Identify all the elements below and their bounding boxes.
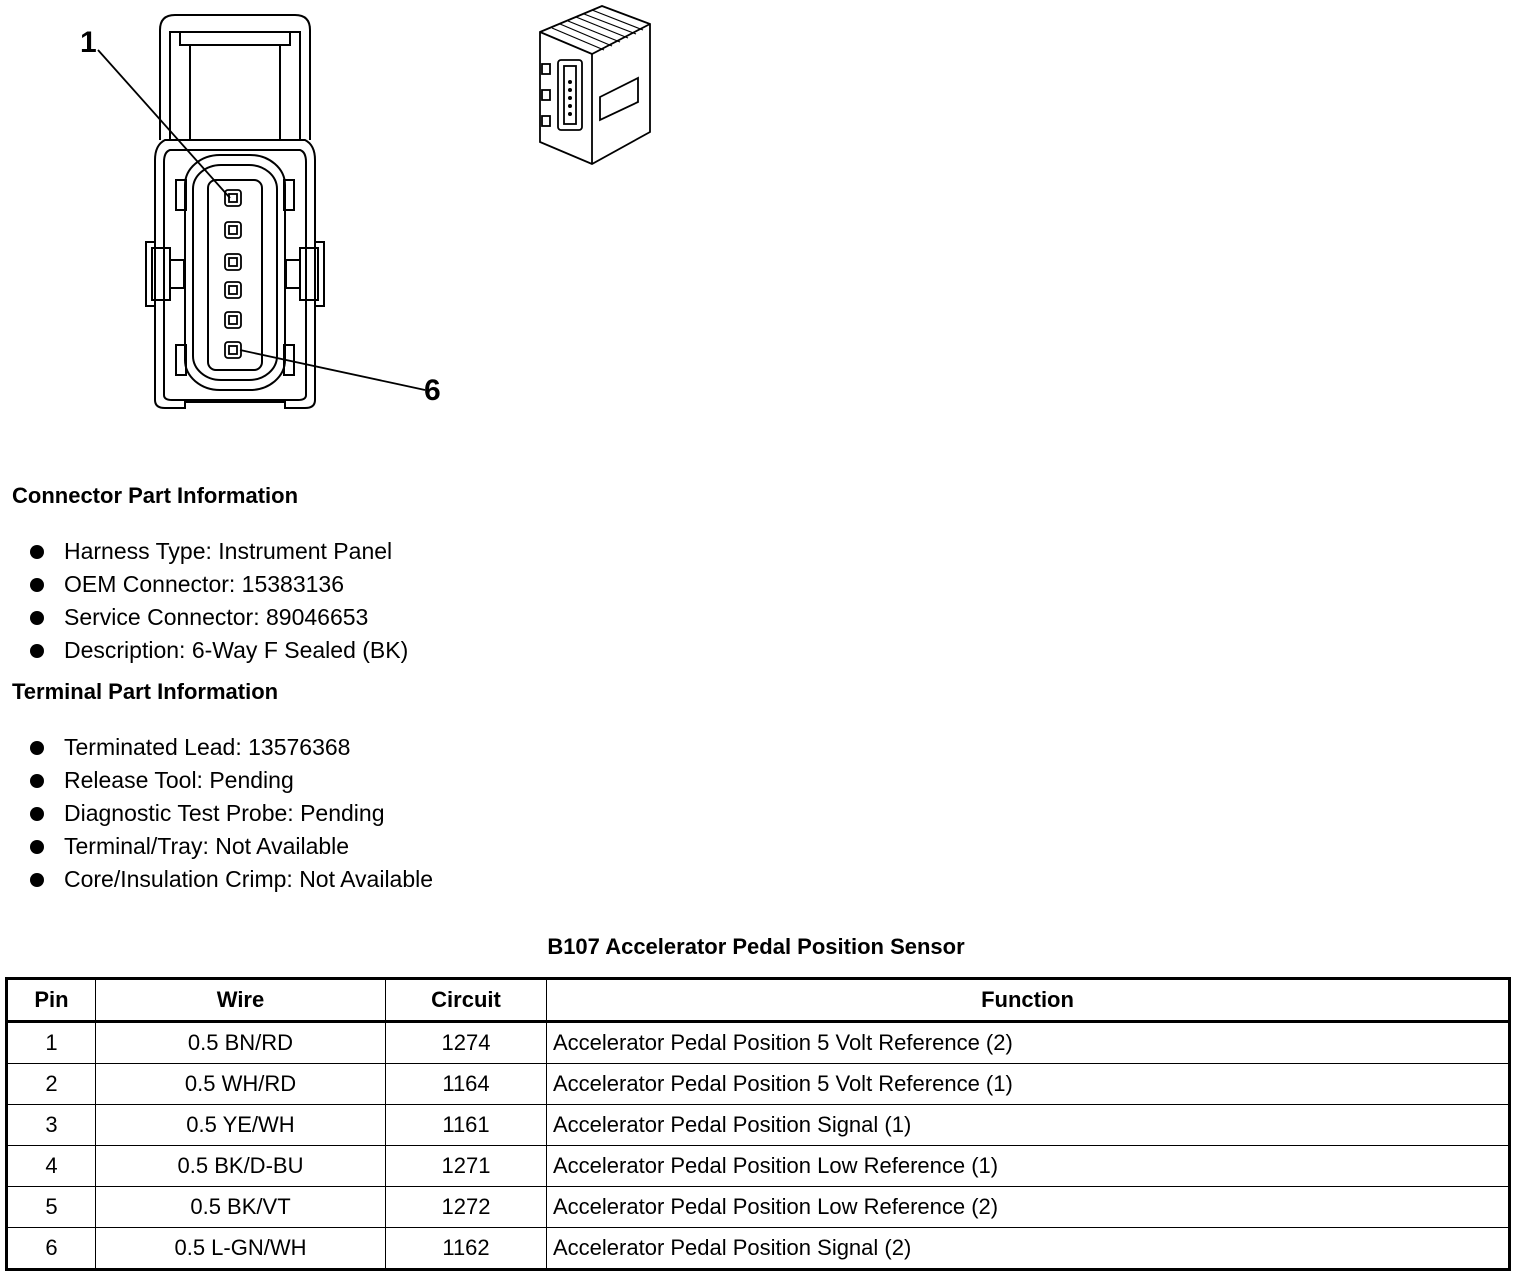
terminal-info-list: Terminated Lead: 13576368 Release Tool: …: [28, 731, 433, 896]
pin-cell: 2: [6, 1063, 96, 1105]
wire-cell: 0.5 WH/RD: [95, 1063, 386, 1105]
function-cell: Accelerator Pedal Position Low Reference…: [546, 1186, 1510, 1228]
function-cell: Accelerator Pedal Position 5 Volt Refere…: [546, 1063, 1510, 1105]
function-column-header: Function: [546, 978, 1510, 1022]
bullet-icon: [30, 773, 44, 788]
connector-isometric-drawing: [539, 5, 651, 165]
pinout-table: Pin Wire Circuit Function 1 0.5 BN/RD 12…: [5, 977, 1511, 1271]
pin-cell: 3: [6, 1104, 96, 1146]
function-cell: Accelerator Pedal Position Signal (2): [546, 1227, 1510, 1270]
connector-face-drawing: [97, 14, 426, 409]
pin-1-callout: 1: [80, 26, 97, 59]
connector-info-heading: Connector Part Information: [12, 483, 299, 508]
bullet-icon: [30, 872, 44, 887]
wire-cell: 0.5 L-GN/WH: [95, 1227, 386, 1270]
list-item: Description: 6-Way F Sealed (BK): [28, 634, 408, 667]
circuit-cell: 1162: [385, 1227, 547, 1270]
function-cell: Accelerator Pedal Position Signal (1): [546, 1104, 1510, 1146]
table-row: 1 0.5 BN/RD 1274 Accelerator Pedal Posit…: [6, 1021, 1510, 1064]
wire-cell: 0.5 BK/VT: [95, 1186, 386, 1228]
circuit-cell: 1161: [385, 1104, 547, 1146]
table-row: 3 0.5 YE/WH 1161 Accelerator Pedal Posit…: [6, 1104, 1510, 1146]
list-item: Release Tool: Pending: [28, 764, 433, 797]
list-item: Terminated Lead: 13576368: [28, 731, 433, 764]
circuit-column-header: Circuit: [385, 978, 547, 1022]
circuit-cell: 1272: [385, 1186, 547, 1228]
table-row: 2 0.5 WH/RD 1164 Accelerator Pedal Posit…: [6, 1063, 1510, 1105]
table-row: 6 0.5 L-GN/WH 1162 Accelerator Pedal Pos…: [6, 1227, 1510, 1270]
bullet-icon: [30, 643, 44, 658]
circuit-cell: 1271: [385, 1145, 547, 1187]
pin-cell: 5: [6, 1186, 96, 1228]
pinout-table-title: B107 Accelerator Pedal Position Sensor: [547, 934, 965, 959]
pin-column-header: Pin: [6, 978, 96, 1022]
table-row: 5 0.5 BK/VT 1272 Accelerator Pedal Posit…: [6, 1186, 1510, 1228]
table-row: 4 0.5 BK/D-BU 1271 Accelerator Pedal Pos…: [6, 1145, 1510, 1187]
bullet-icon: [30, 610, 44, 625]
list-item: Diagnostic Test Probe: Pending: [28, 797, 433, 830]
bullet-icon: [30, 806, 44, 821]
bullet-icon: [30, 577, 44, 592]
list-item: Core/Insulation Crimp: Not Available: [28, 863, 433, 896]
list-item: Service Connector: 89046653: [28, 601, 408, 634]
pin-6-callout: 6: [424, 374, 441, 407]
wire-cell: 0.5 BN/RD: [95, 1021, 386, 1064]
wire-cell: 0.5 YE/WH: [95, 1104, 386, 1146]
circuit-cell: 1274: [385, 1021, 547, 1064]
connector-info-list: Harness Type: Instrument Panel OEM Conne…: [28, 535, 408, 667]
bullet-icon: [30, 839, 44, 854]
terminal-info-heading: Terminal Part Information: [12, 679, 279, 704]
function-cell: Accelerator Pedal Position 5 Volt Refere…: [546, 1021, 1510, 1064]
list-item: OEM Connector: 15383136: [28, 568, 408, 601]
wire-column-header: Wire: [95, 978, 386, 1022]
pin-cell: 6: [6, 1227, 96, 1270]
wire-cell: 0.5 BK/D-BU: [95, 1145, 386, 1187]
table-header-row: Pin Wire Circuit Function: [6, 978, 1510, 1022]
bullet-icon: [30, 544, 44, 559]
pin-cell: 4: [6, 1145, 96, 1187]
circuit-cell: 1164: [385, 1063, 547, 1105]
function-cell: Accelerator Pedal Position Low Reference…: [546, 1145, 1510, 1187]
list-item: Harness Type: Instrument Panel: [28, 535, 408, 568]
pin-cell: 1: [6, 1021, 96, 1064]
bullet-icon: [30, 740, 44, 755]
list-item: Terminal/Tray: Not Available: [28, 830, 433, 863]
